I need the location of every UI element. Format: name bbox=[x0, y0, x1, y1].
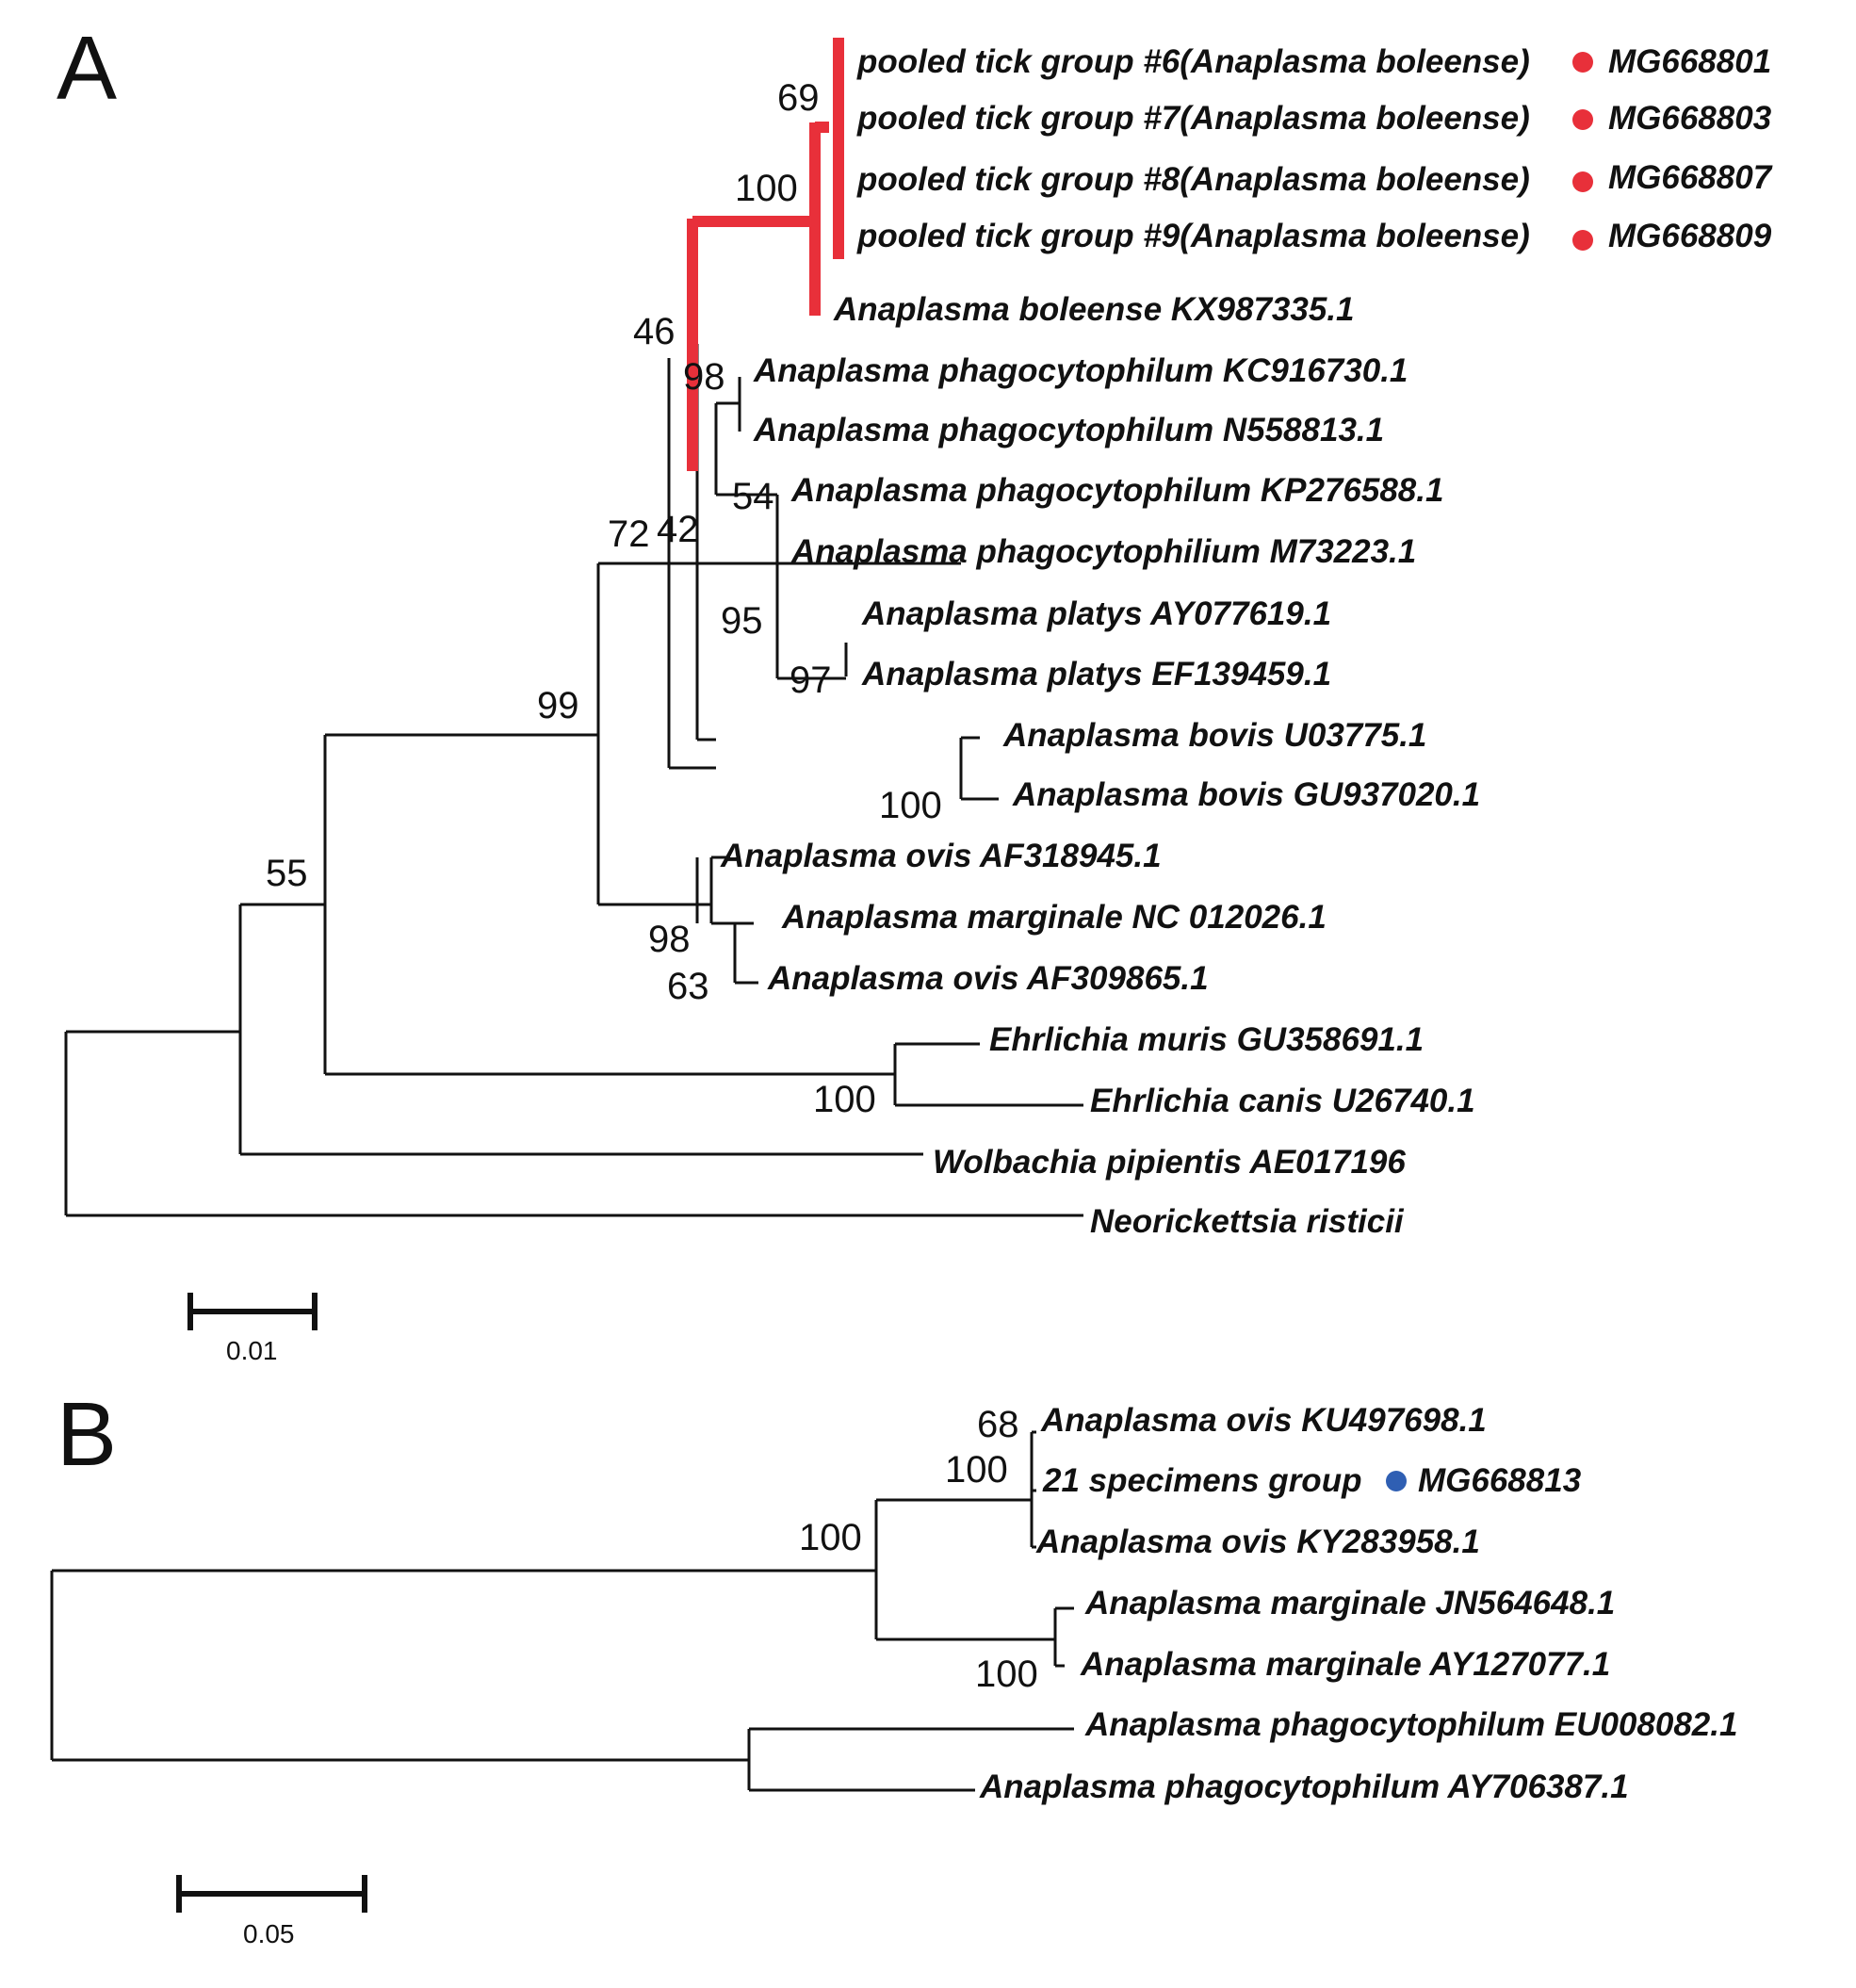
taxon-label: Anaplasma marginale NC 012026.1 bbox=[781, 899, 1327, 936]
taxon-label: Ehrlichia muris GU358691.1 bbox=[989, 1021, 1424, 1058]
panel-b: B Anaplasma ovis KU497698.1 21 specimens… bbox=[50, 1384, 1737, 1948]
blue-dot-icon bbox=[1386, 1471, 1407, 1491]
taxon-label: Anaplasma phagocytophilum EU008082.1 bbox=[1084, 1706, 1737, 1743]
taxon-label: pooled tick group #8(Anaplasma boleense) bbox=[856, 161, 1530, 198]
support-value: 68 bbox=[977, 1404, 1019, 1445]
support-value: 100 bbox=[735, 168, 798, 209]
taxon-label: pooled tick group #7(Anaplasma boleense) bbox=[856, 100, 1530, 137]
taxon-label: Anaplasma phagocytophilum N558813.1 bbox=[753, 412, 1384, 448]
panel-a-support-values: 69 100 46 98 54 72 42 95 97 99 100 55 98… bbox=[266, 77, 942, 1120]
red-dot-icon bbox=[1572, 52, 1593, 73]
taxon-label: Wolbachia pipientis AE017196 bbox=[933, 1144, 1406, 1181]
support-value: 98 bbox=[683, 356, 725, 398]
panel-b-taxon-labels: Anaplasma ovis KU497698.1 21 specimens g… bbox=[979, 1402, 1737, 1805]
support-value: 55 bbox=[266, 853, 308, 894]
red-dot-icon bbox=[1572, 171, 1593, 192]
support-value: 95 bbox=[721, 600, 763, 642]
accession-label: MG668809 bbox=[1608, 218, 1772, 254]
taxon-label: Anaplasma ovis AF309865.1 bbox=[767, 960, 1209, 997]
panel-a-markers: MG668801 MG668803 MG668807 MG668809 bbox=[1572, 43, 1773, 254]
boleense-clade-highlight bbox=[687, 38, 844, 471]
support-value: 98 bbox=[648, 919, 691, 960]
taxon-label: Anaplasma bovis GU937020.1 bbox=[1012, 776, 1480, 813]
accession-label: MG668813 bbox=[1418, 1462, 1582, 1499]
panel-a-scale-bar: 0.01 bbox=[187, 1293, 317, 1365]
accession-label: MG668803 bbox=[1608, 100, 1772, 137]
panel-a-taxon-labels: pooled tick group #6(Anaplasma boleense)… bbox=[720, 43, 1530, 1240]
taxon-label: Anaplasma phagocytophilum AY706387.1 bbox=[979, 1768, 1629, 1805]
accession-label: MG668801 bbox=[1608, 43, 1771, 80]
panel-b-support-values: 68 100 100 100 bbox=[799, 1404, 1038, 1695]
panel-b-letter: B bbox=[57, 1384, 117, 1485]
red-dot-icon bbox=[1572, 109, 1593, 130]
support-value: 69 bbox=[777, 77, 820, 119]
taxon-label: Ehrlichia canis U26740.1 bbox=[1090, 1083, 1475, 1119]
support-value: 100 bbox=[813, 1079, 876, 1120]
panel-b-markers: MG668813 bbox=[1386, 1462, 1582, 1499]
taxon-label: pooled tick group #6(Anaplasma boleense) bbox=[856, 43, 1530, 80]
taxon-label: Anaplasma platys EF139459.1 bbox=[861, 656, 1331, 693]
support-value: 100 bbox=[879, 785, 942, 826]
taxon-label: pooled tick group #9(Anaplasma boleense) bbox=[856, 218, 1530, 254]
scale-bar-label: 0.01 bbox=[226, 1336, 278, 1365]
taxon-label: Neorickettsia risticii bbox=[1090, 1203, 1405, 1240]
support-value: 97 bbox=[790, 660, 832, 701]
support-value: 100 bbox=[975, 1654, 1038, 1695]
panel-b-branches bbox=[50, 1430, 1074, 1792]
taxon-label: Anaplasma boleense KX987335.1 bbox=[833, 291, 1355, 328]
support-value: 99 bbox=[537, 685, 579, 726]
taxon-label: Anaplasma marginale JN564648.1 bbox=[1084, 1585, 1615, 1621]
support-value: 42 bbox=[657, 509, 699, 550]
support-value: 46 bbox=[633, 311, 676, 352]
support-value: 54 bbox=[732, 476, 774, 517]
panel-a-letter: A bbox=[57, 18, 117, 119]
support-value: 72 bbox=[608, 513, 650, 555]
panel-a-branches bbox=[64, 342, 1083, 1217]
taxon-label: Anaplasma phagocytophilium M73223.1 bbox=[790, 533, 1416, 570]
accession-label: MG668807 bbox=[1608, 159, 1773, 196]
taxon-label: Anaplasma bovis U03775.1 bbox=[1002, 717, 1426, 754]
taxon-label: 21 specimens group bbox=[1042, 1462, 1361, 1499]
panel-a: A bbox=[57, 18, 1773, 1365]
panel-b-scale-bar: 0.05 bbox=[176, 1875, 367, 1948]
taxon-label: Anaplasma ovis AF318945.1 bbox=[720, 838, 1162, 874]
taxon-label: Anaplasma marginale AY127077.1 bbox=[1080, 1646, 1610, 1683]
taxon-label: Anaplasma platys AY077619.1 bbox=[861, 595, 1331, 632]
taxon-label: Anaplasma phagocytophilum KC916730.1 bbox=[753, 352, 1408, 389]
red-dot-icon bbox=[1572, 230, 1593, 251]
support-value: 100 bbox=[945, 1449, 1008, 1491]
taxon-label: Anaplasma phagocytophilum KP276588.1 bbox=[790, 472, 1443, 509]
scale-bar-label: 0.05 bbox=[243, 1919, 295, 1948]
support-value: 100 bbox=[799, 1517, 862, 1558]
taxon-label: Anaplasma ovis KY283958.1 bbox=[1035, 1524, 1480, 1560]
taxon-label: Anaplasma ovis KU497698.1 bbox=[1040, 1402, 1487, 1439]
support-value: 63 bbox=[667, 966, 709, 1007]
